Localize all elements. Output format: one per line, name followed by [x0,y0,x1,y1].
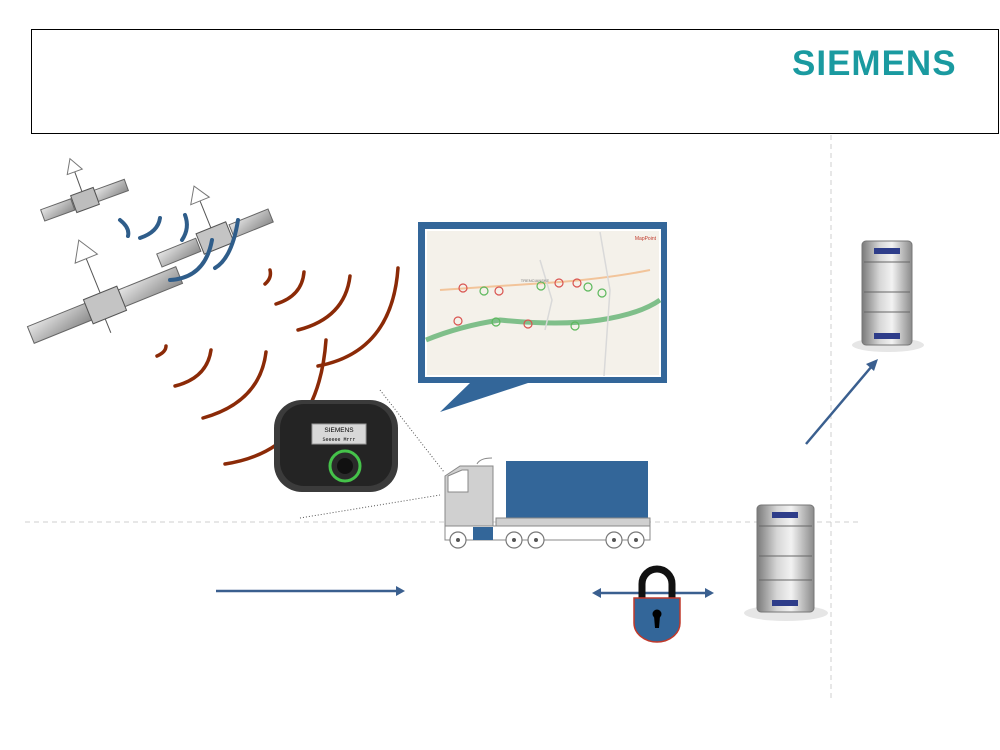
header-box [31,29,999,134]
server-icon [744,504,828,621]
satellite-signal-arcs [118,213,240,282]
satellite-icon [26,157,274,344]
server-icon [852,240,924,352]
secure-link-arrow [592,588,714,598]
map-corner-label: MapPoint [635,236,657,242]
gps-device-icon: SIEMENS Seeeee Mrrr [274,400,398,492]
siemens-logo: SIEMENS [792,44,957,83]
dashed-separators [25,135,860,700]
uplink-arrow [805,359,878,445]
device-brand-label: SIEMENS [324,427,354,434]
truck-icon [444,457,651,549]
lock-icon [633,565,681,643]
data-flow-arrow [216,586,405,596]
device-screen-text: Seeeee Mrrr [322,437,355,443]
map-callout: MapPoint TRENCIANSKE [418,222,667,412]
map-town-label: TRENCIANSKE [521,278,550,283]
map-icon [425,229,661,377]
